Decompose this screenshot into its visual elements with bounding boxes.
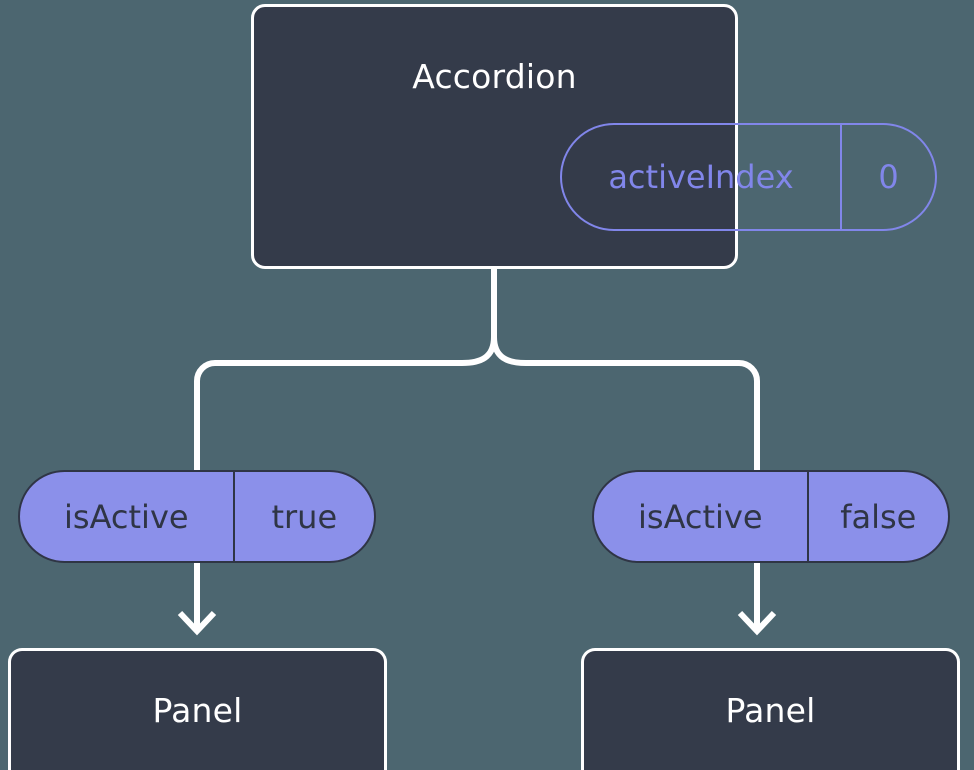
is-active-prop-value-left: true (232, 472, 374, 561)
is-active-prop-pill-right[interactable]: isActive false (592, 470, 950, 563)
panel-node-right[interactable]: Panel (581, 648, 960, 770)
connector-fork-left (194, 336, 497, 470)
connector-fork-right (491, 336, 760, 470)
is-active-prop-key-right: isActive (638, 497, 763, 536)
is-active-prop-key-left: isActive (64, 497, 189, 536)
active-index-prop-key: activeIndex (608, 158, 794, 196)
panel-node-right-title: Panel (725, 691, 816, 730)
arrow-down-icon-right (737, 610, 777, 636)
accordion-node[interactable]: Accordion activeIndex 0 (251, 4, 937, 269)
panel-node-left-title: Panel (152, 691, 243, 730)
active-index-prop-value: 0 (840, 125, 935, 229)
panel-node-left[interactable]: Panel (8, 648, 387, 770)
active-index-prop-pill[interactable]: activeIndex 0 (560, 123, 937, 231)
is-active-prop-value-right: false (806, 472, 948, 561)
arrow-down-icon-left (177, 610, 217, 636)
accordion-node-title: Accordion (412, 57, 577, 96)
is-active-prop-pill-left[interactable]: isActive true (18, 470, 376, 563)
